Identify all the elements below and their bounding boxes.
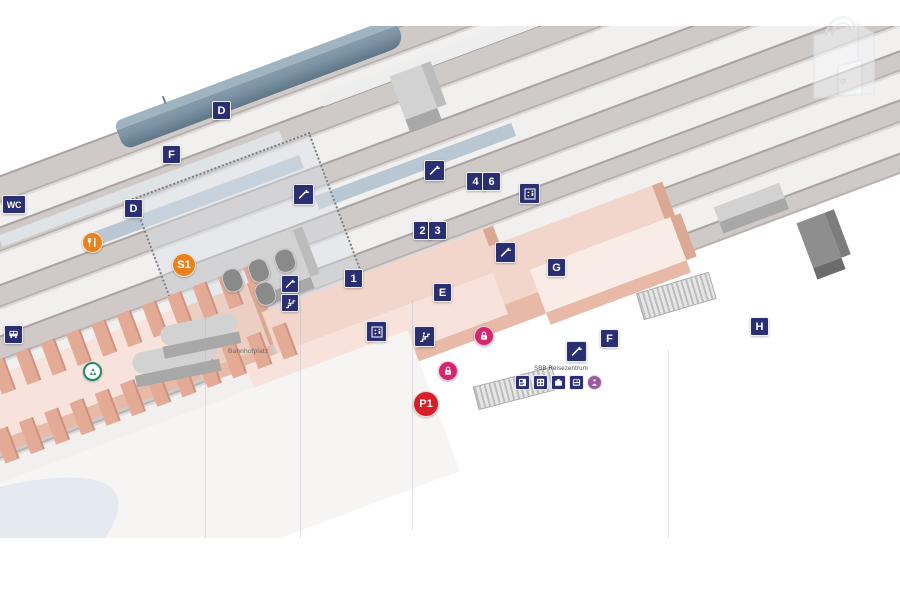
sector-f-left[interactable]: F [162, 145, 181, 164]
toilet-sign-label: WC [2, 195, 26, 214]
track-4-label: 4 [466, 172, 485, 191]
sector-e-label: E [433, 283, 452, 302]
sector-f-right[interactable]: F [600, 329, 619, 348]
parking-p1[interactable]: P1 [413, 391, 439, 417]
sector-h-label: H [750, 317, 769, 336]
sector-d-lower-label: D [124, 199, 143, 218]
escalator-icon-e[interactable] [281, 275, 299, 293]
plaza-seam-3 [412, 300, 413, 530]
plaza-seam-4 [668, 350, 669, 540]
service-icon-strip[interactable] [515, 375, 602, 390]
sector-f-left-label: F [162, 145, 181, 164]
service-counter-icon[interactable] [569, 375, 584, 390]
place-label-bahnhofplatz: Bahnhofplatz [228, 348, 269, 355]
track-1-label: 1 [344, 269, 363, 288]
restaurant-icon[interactable] [82, 232, 103, 253]
currency-exchange-icon[interactable] [533, 375, 548, 390]
shopping-bag-watermark [813, 16, 875, 99]
letterbox-bottom [0, 538, 900, 600]
track-1[interactable]: 1 [344, 269, 363, 288]
tram-stop-icon[interactable] [4, 325, 23, 344]
escalator-icon-c[interactable] [495, 242, 516, 263]
escalator-icon-b[interactable] [424, 160, 445, 181]
letterbox-top [0, 0, 900, 26]
assistance-icon[interactable] [587, 375, 602, 390]
track-3-label: 3 [428, 221, 447, 240]
sector-d-lower[interactable]: D [124, 199, 143, 218]
service-point-label: SBB Reisezentrum [534, 366, 588, 372]
sector-h[interactable]: H [750, 317, 769, 336]
meeting-point-s1-label: S1 [172, 253, 196, 277]
elevator-icon-a[interactable] [519, 183, 540, 204]
stairs-icon-b[interactable] [414, 326, 435, 347]
luggage-icon[interactable] [551, 375, 566, 390]
locker-icon-b[interactable] [438, 361, 458, 381]
escalator-icon-d[interactable] [566, 341, 587, 362]
parking-p1-label: P1 [413, 391, 439, 417]
sector-g-label: G [547, 258, 566, 277]
elevator-icon-b[interactable] [366, 321, 387, 342]
sector-e[interactable]: E [433, 283, 452, 302]
stairs-icon-a[interactable] [281, 294, 299, 312]
ticket-machine-icon[interactable] [515, 375, 530, 390]
track-6[interactable]: 6 [482, 172, 501, 191]
meeting-point-s1[interactable]: S1 [172, 253, 196, 277]
plaza-seam-1 [205, 300, 206, 540]
plaza-seam-2 [300, 300, 301, 540]
toilet-sign[interactable]: WC [2, 195, 26, 214]
sector-f-right-label: F [600, 329, 619, 348]
track-6-label: 6 [482, 172, 501, 191]
locker-icon-a[interactable] [474, 326, 494, 346]
track-4[interactable]: 4 [466, 172, 485, 191]
sector-d-upper[interactable]: D [212, 101, 231, 120]
track-3[interactable]: 3 [428, 221, 447, 240]
escalator-icon-a[interactable] [293, 184, 314, 205]
sector-g[interactable]: G [547, 258, 566, 277]
sector-d-upper-label: D [212, 101, 231, 120]
